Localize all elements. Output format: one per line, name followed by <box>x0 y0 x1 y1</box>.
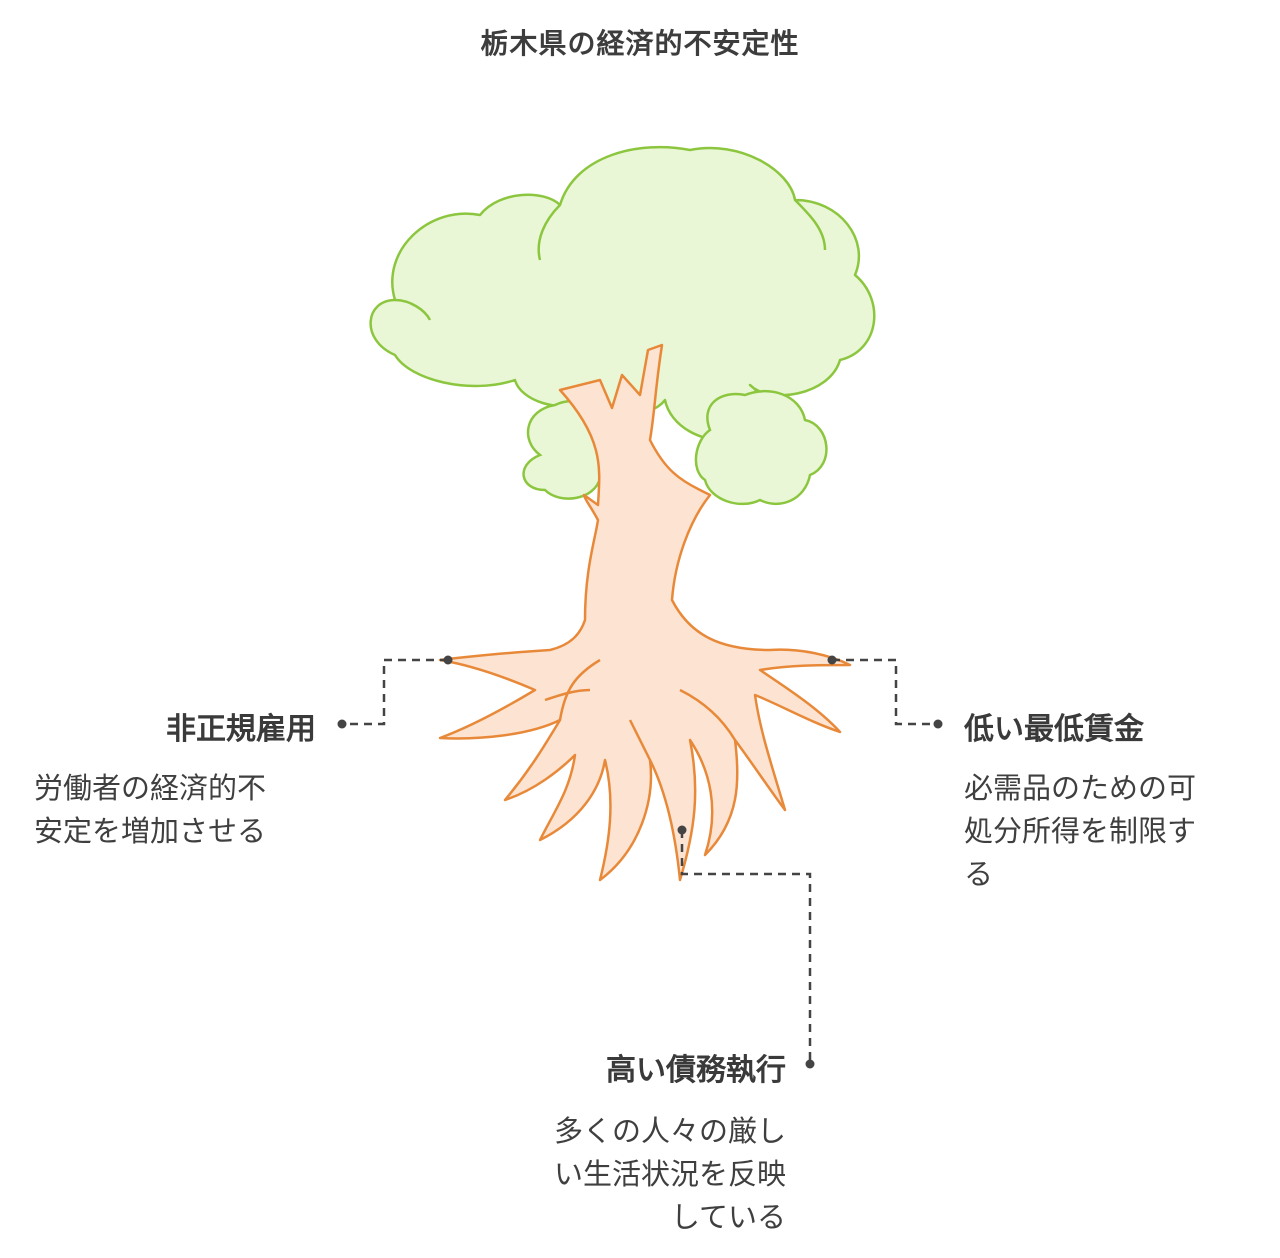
item-desc-irregular-employment: 労働者の経済的不 安定を増加させる <box>34 767 324 853</box>
root-detail-4 <box>544 688 591 702</box>
connector-left <box>342 658 448 726</box>
desc-line: 労働者の経済的不 <box>34 771 267 805</box>
desc-line: 必需品のための可 <box>964 771 1197 805</box>
item-label-high-debt-enforcement: 高い債務執行 <box>606 1053 786 1088</box>
desc-line: る <box>964 857 994 891</box>
item-label-irregular-employment: 非正規雇用 <box>166 712 316 747</box>
connector-right <box>832 658 938 726</box>
canopy-small-right <box>694 390 828 506</box>
diagram-title: 栃木県の経済的不安定性 <box>480 27 800 60</box>
connector-bottom <box>680 830 812 1064</box>
item-desc-low-minimum-wage: 必需品のための可 処分所得を制限す る <box>964 767 1254 896</box>
tree-canopy <box>369 145 876 506</box>
connector-right-root-dot <box>827 655 837 665</box>
canopy-inner-lobe-1 <box>537 204 561 261</box>
canopy-inner-lobe-3 <box>394 298 432 321</box>
connector-left-label-dot <box>337 719 347 729</box>
connectors <box>337 655 943 1069</box>
desc-line: している <box>670 1200 786 1234</box>
desc-line: い生活状況を反映 <box>553 1157 786 1191</box>
root-detail-1 <box>679 688 737 741</box>
root-detail-3 <box>628 719 652 761</box>
connector-bottom-root-dot <box>677 825 687 835</box>
desc-line: 多くの人々の厳し <box>553 1114 786 1148</box>
desc-line: 安定を増加させる <box>34 814 267 848</box>
item-label-low-minimum-wage: 低い最低賃金 <box>964 712 1144 747</box>
item-desc-high-debt-enforcement: 多くの人々の厳し い生活状況を反映 している <box>490 1110 786 1239</box>
desc-line: 処分所得を制限す <box>964 814 1197 848</box>
root-detail-2 <box>558 658 601 721</box>
connector-bottom-label-dot <box>805 1059 815 1069</box>
connector-right-label-dot <box>933 719 943 729</box>
canopy-shape <box>369 145 876 443</box>
connector-left-root-dot <box>443 655 453 665</box>
canopy-inner-lobe-2 <box>794 199 827 251</box>
